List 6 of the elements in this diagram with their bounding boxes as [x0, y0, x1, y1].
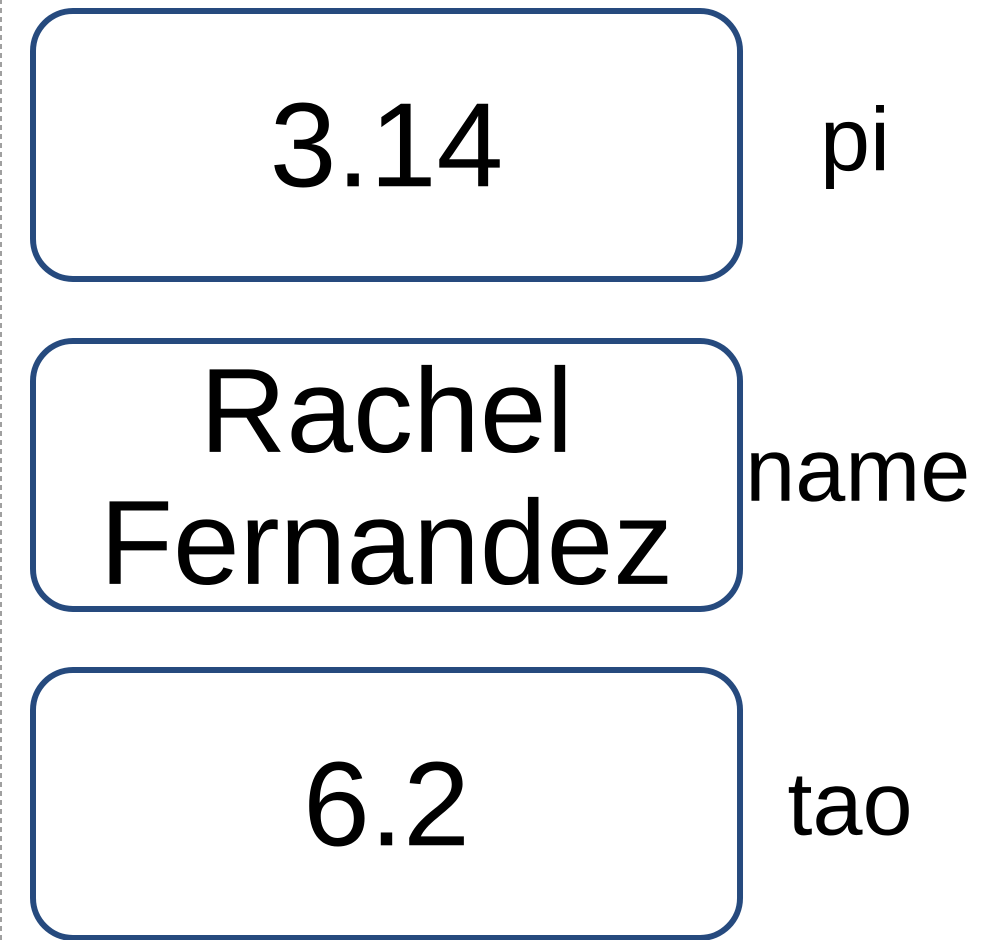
rounded-box: Rachel Fernandez	[30, 338, 743, 612]
side-label: name	[751, 452, 966, 502]
rounded-box: 3.14	[30, 8, 743, 282]
side-label: tao	[788, 776, 909, 836]
side-label: pi	[826, 105, 884, 189]
rounded-box: 6.2	[30, 667, 743, 940]
